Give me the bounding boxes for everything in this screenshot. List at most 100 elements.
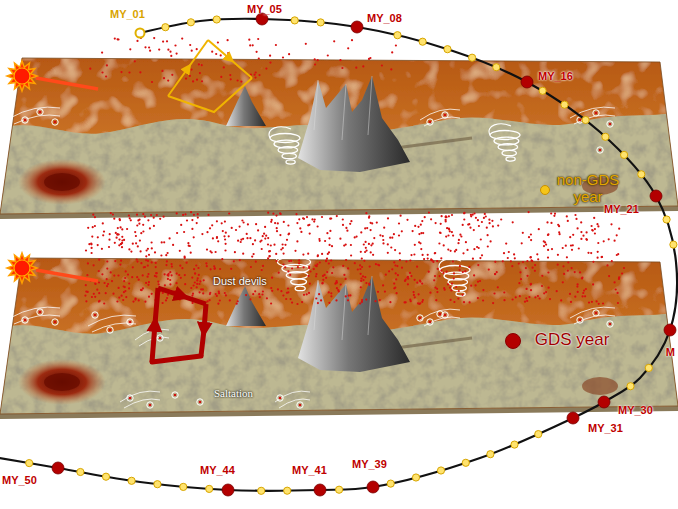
dust-particle xyxy=(382,242,384,244)
dust-particle xyxy=(453,301,455,303)
dust-particle xyxy=(165,254,167,256)
dust-particle xyxy=(545,291,547,293)
dust-particle xyxy=(581,277,583,279)
dust-particle xyxy=(473,274,475,276)
dust-particle xyxy=(106,268,108,270)
dust-particle xyxy=(543,245,545,247)
dust-particle xyxy=(148,296,150,298)
dust-particle xyxy=(156,272,158,274)
saltation-grain-core xyxy=(299,404,302,407)
dust-particle xyxy=(343,245,345,247)
dust-particle xyxy=(102,222,104,224)
dust-particle xyxy=(325,260,327,262)
dust-particle xyxy=(214,267,216,269)
dust-particle xyxy=(470,214,472,216)
dust-particle xyxy=(123,285,125,287)
dust-particle xyxy=(479,280,481,282)
dust-particle xyxy=(267,243,269,245)
dust-particle xyxy=(223,66,225,68)
gds-year-marker xyxy=(598,396,610,408)
dust-particle xyxy=(128,214,130,216)
dust-particle xyxy=(206,265,208,267)
dust-particle xyxy=(144,301,146,303)
dust-particle xyxy=(596,300,598,302)
non-gds-year-marker xyxy=(621,151,628,158)
dust-particle xyxy=(224,249,226,251)
dust-particle xyxy=(477,297,479,299)
dust-particle xyxy=(109,233,111,235)
dust-particle xyxy=(414,296,416,298)
dust-particle xyxy=(269,255,271,257)
cell-branch xyxy=(152,288,158,362)
dust-particle xyxy=(165,264,167,266)
dust-particle xyxy=(186,219,188,221)
saltation-grain-core xyxy=(599,149,602,152)
dust-particle xyxy=(560,299,562,301)
dust-particle xyxy=(450,250,452,252)
dust-particle xyxy=(270,287,272,289)
dust-particle xyxy=(398,222,400,224)
dust-particle xyxy=(145,259,147,261)
dust-particle xyxy=(594,228,596,230)
non-gds-year-marker xyxy=(493,64,500,71)
dust-particle xyxy=(457,242,459,244)
dust-particle xyxy=(511,298,513,300)
dust-particle xyxy=(181,38,183,40)
dust-particle xyxy=(430,259,432,261)
dust-particle xyxy=(412,230,414,232)
dust-particle xyxy=(202,292,204,294)
saltation-grain xyxy=(37,109,43,115)
dust-particle xyxy=(371,222,373,224)
dust-particle xyxy=(368,58,370,60)
non-gds-year-marker xyxy=(180,483,187,490)
dust-particle xyxy=(489,222,491,224)
saltation-grain-core xyxy=(429,121,432,124)
dust-particle xyxy=(477,281,479,283)
dust-particle xyxy=(534,270,536,272)
dust-particle xyxy=(220,76,222,78)
dust-particle xyxy=(569,236,571,238)
dust-particle xyxy=(139,71,141,73)
dust-particle xyxy=(129,217,131,219)
dust-particle xyxy=(381,64,383,66)
dust-particle xyxy=(594,232,596,234)
dust-particle xyxy=(153,37,155,39)
dust-particle xyxy=(437,268,439,270)
cell-branch xyxy=(168,78,252,112)
dust-particle xyxy=(592,230,594,232)
dust-particle xyxy=(400,215,402,217)
gds-year-marker xyxy=(367,481,379,493)
dust-particle xyxy=(150,214,152,216)
dust-particle xyxy=(416,282,418,284)
saltation-grain xyxy=(607,121,613,127)
dust-particle xyxy=(580,238,582,240)
dust-particle xyxy=(132,301,134,303)
dust-particle xyxy=(360,280,362,282)
dust-particle xyxy=(387,243,389,245)
dust-particle xyxy=(167,278,169,280)
dust-particle xyxy=(156,214,158,216)
dust-particle xyxy=(308,267,310,269)
dust-particle xyxy=(221,258,223,260)
dust-particle xyxy=(140,289,142,291)
dust-particle xyxy=(315,273,317,275)
dust-particle xyxy=(228,212,230,214)
dust-particle xyxy=(357,268,359,270)
dust-particle xyxy=(330,217,332,219)
dust-particle xyxy=(93,293,95,295)
dust-particle xyxy=(580,221,582,223)
dust-particle xyxy=(158,283,160,285)
circulation-cell-strong xyxy=(152,288,206,362)
dust-particle xyxy=(582,235,584,237)
dust-particle xyxy=(169,279,171,281)
dust-particle xyxy=(472,258,474,260)
dust-particle xyxy=(445,215,447,217)
dust-particle xyxy=(384,291,386,293)
saltation-grain xyxy=(157,335,163,341)
dust-particle xyxy=(111,280,113,282)
dust-particle xyxy=(327,253,329,255)
saltation-grain xyxy=(52,119,58,125)
saltation-grain xyxy=(437,311,443,317)
dust-particle xyxy=(282,294,284,296)
